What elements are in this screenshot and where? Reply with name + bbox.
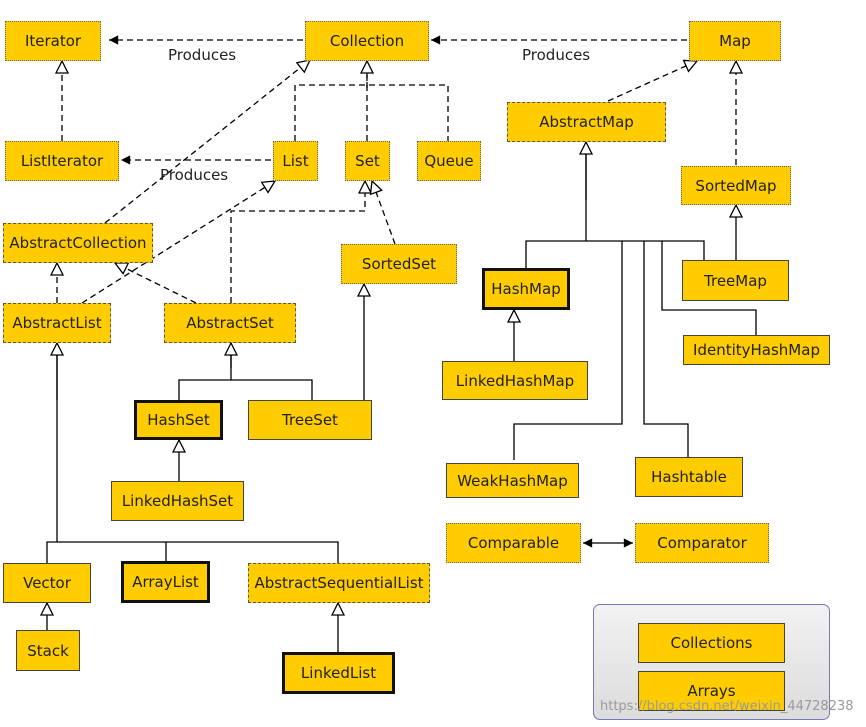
- node-weakhashmap[interactable]: WeakHashMap: [446, 463, 579, 498]
- node-iterator[interactable]: Iterator: [5, 21, 101, 61]
- node-map[interactable]: Map: [689, 21, 781, 61]
- node-stack[interactable]: Stack: [16, 630, 80, 671]
- node-abstractset[interactable]: AbstractSet: [164, 303, 296, 343]
- edge-abstractmap-map: [607, 61, 697, 102]
- edge-label-produces: Produces: [168, 46, 237, 64]
- node-hashtable[interactable]: Hashtable: [635, 457, 743, 497]
- edge-list-set-queue-collection: [294, 61, 449, 141]
- node-abstractmap[interactable]: AbstractMap: [507, 102, 666, 142]
- edge-abstractcollection-collection: [104, 60, 310, 224]
- node-collection[interactable]: Collection: [305, 21, 429, 61]
- node-linkedhashmap[interactable]: LinkedHashMap: [442, 361, 588, 400]
- edge-abstractlist-list: [81, 181, 275, 304]
- edge-abstractset-abstractcollection: [115, 263, 197, 304]
- node-hashmap[interactable]: HashMap: [482, 268, 570, 310]
- node-collections[interactable]: Collections: [638, 623, 785, 663]
- node-queue[interactable]: Queue: [417, 141, 481, 181]
- node-listiterator[interactable]: ListIterator: [5, 141, 119, 181]
- node-vector[interactable]: Vector: [3, 563, 91, 603]
- node-abstractsequentiallist[interactable]: AbstractSequentialList: [248, 563, 430, 603]
- edge-label-produces: Produces: [522, 46, 591, 64]
- node-arraylist[interactable]: ArrayList: [121, 561, 210, 603]
- watermark-text: https://blog.csdn.net/weixin_44728238: [600, 699, 854, 714]
- node-treemap[interactable]: TreeMap: [682, 260, 789, 301]
- node-linkedlist[interactable]: LinkedList: [282, 652, 395, 694]
- edge-hashset-treeset-abstractset: [178, 343, 313, 400]
- node-treeset[interactable]: TreeSet: [248, 400, 372, 440]
- edge-abstractset-set: [230, 181, 365, 303]
- node-arrays[interactable]: Arrays: [638, 671, 785, 711]
- node-comparator[interactable]: Comparator: [635, 523, 769, 563]
- node-comparable[interactable]: Comparable: [446, 523, 581, 563]
- node-sortedset[interactable]: SortedSet: [341, 244, 457, 284]
- edge-sortedset-set: [372, 181, 396, 245]
- node-set[interactable]: Set: [345, 141, 390, 181]
- edge-lists-abstractlist: [46, 343, 339, 563]
- node-list[interactable]: List: [273, 141, 318, 181]
- node-hashset[interactable]: HashSet: [134, 400, 223, 440]
- node-abstractlist[interactable]: AbstractList: [3, 303, 111, 343]
- node-identityhashmap[interactable]: IdentityHashMap: [683, 335, 830, 365]
- node-linkedhashset[interactable]: LinkedHashSet: [111, 481, 244, 521]
- edge-label-produces: Produces: [160, 166, 229, 184]
- node-abstractcollection[interactable]: AbstractCollection: [3, 223, 153, 263]
- node-sortedmap[interactable]: SortedMap: [681, 166, 791, 205]
